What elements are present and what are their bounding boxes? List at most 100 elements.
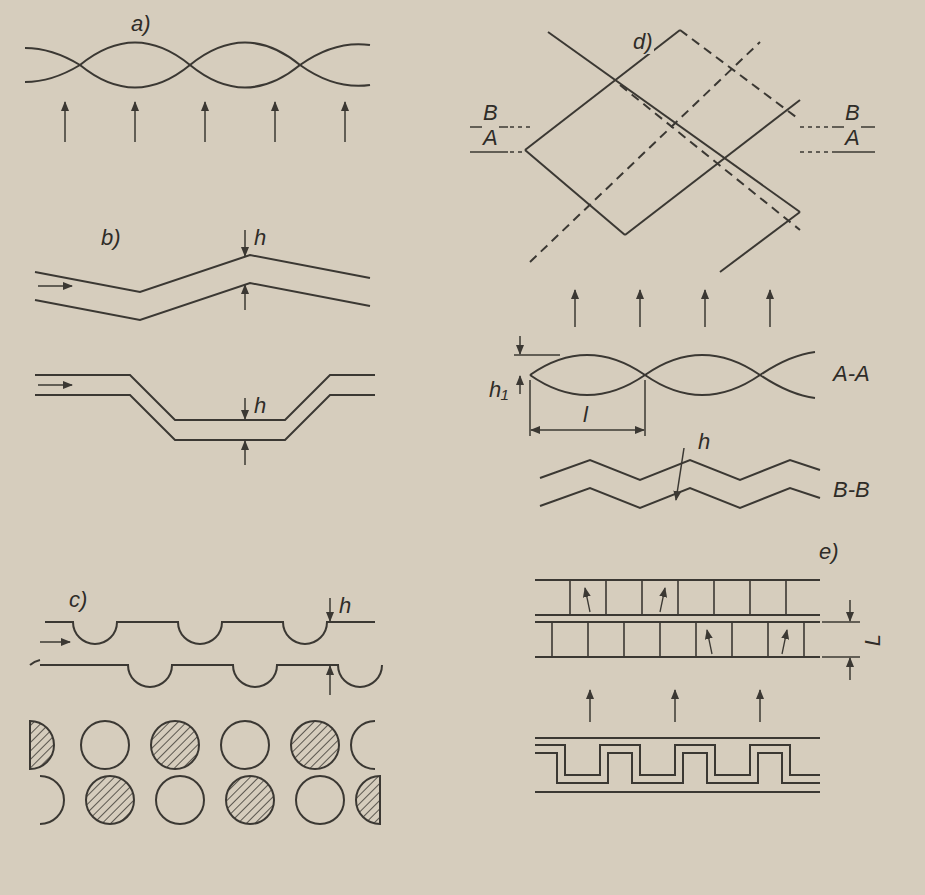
- dimension-label: h: [338, 594, 352, 618]
- drawing-stroke: [569, 580, 571, 615]
- drawing-stroke: [35, 395, 375, 440]
- drawing-stroke: [769, 290, 771, 327]
- drawing-stroke: [552, 580, 804, 657]
- drawing-stroke: [156, 776, 204, 824]
- drawing-stroke: [351, 721, 375, 769]
- drawing-stroke: [574, 290, 576, 327]
- drawing-stroke: [510, 126, 530, 128]
- drawing-stroke: [291, 721, 339, 769]
- drawing-stroke: [680, 30, 800, 120]
- drawing-stroke: [639, 290, 641, 327]
- drawing-stroke: [641, 580, 643, 615]
- drawing-stroke: [514, 355, 645, 436]
- figure-letter: d): [632, 30, 654, 54]
- drawing-stroke: [30, 721, 54, 769]
- drawing-stroke: [540, 488, 820, 508]
- figure-letter: e): [818, 540, 840, 564]
- section-label: A-A: [832, 362, 871, 386]
- drawing-stroke: [30, 660, 382, 687]
- drawing-stroke: [759, 690, 761, 722]
- drawing-stroke: [45, 622, 375, 644]
- drawing-stroke: [535, 737, 820, 739]
- drawing-stroke: [849, 658, 851, 680]
- drawing-stroke: [519, 336, 521, 354]
- drawing-stroke: [535, 745, 820, 775]
- drawing-stroke: [548, 32, 800, 212]
- drawing-stroke: [25, 43, 370, 66]
- drawing-stroke: [644, 380, 646, 436]
- drawing-stroke: [38, 385, 245, 465]
- section-mark: A: [844, 126, 861, 150]
- drawing-stroke: [38, 384, 72, 386]
- drawing-stroke: [204, 102, 206, 142]
- dimension-label: h: [253, 226, 267, 250]
- drawing-stroke: [530, 30, 800, 262]
- drawing-stroke: [849, 600, 851, 621]
- drawing-stroke: [530, 352, 815, 375]
- drawing-stroke: [530, 375, 815, 398]
- drawing-stroke: [531, 429, 588, 431]
- drawing-stroke: [65, 102, 345, 142]
- drawing-stroke: [519, 376, 521, 394]
- drawing-stroke: [659, 622, 661, 657]
- drawing-stroke: [535, 753, 820, 783]
- drawing-stroke: [585, 588, 590, 612]
- dimension-label: l: [582, 403, 589, 427]
- drawing-stroke: [470, 151, 508, 153]
- drawing-stroke: [86, 776, 134, 824]
- drawing-stroke: [344, 102, 346, 142]
- drawing-stroke: [329, 598, 331, 621]
- drawing-stroke: [588, 429, 644, 431]
- drawing-stroke: [529, 380, 531, 436]
- drawing-stroke: [244, 285, 246, 310]
- drawing-stroke: [731, 622, 733, 657]
- drawing-stroke: [35, 375, 375, 420]
- drawing-stroke: [822, 622, 860, 657]
- drawing-stroke: [25, 65, 370, 88]
- drawing-stroke: [510, 151, 525, 153]
- drawing-stroke: [470, 127, 875, 152]
- drawing-stroke: [590, 600, 850, 722]
- drawing-stroke: [605, 580, 607, 615]
- drawing-stroke: [38, 230, 245, 310]
- drawing-stroke: [244, 398, 246, 419]
- drawing-stroke: [530, 42, 760, 262]
- figure-letter: c): [68, 588, 88, 612]
- drawing-stroke: [713, 580, 715, 615]
- drawing-stroke: [151, 721, 199, 769]
- drawing-stroke: [134, 102, 136, 142]
- drawing-stroke: [81, 721, 129, 769]
- drawing-stroke: [677, 580, 679, 615]
- dimension-label: h: [697, 430, 711, 454]
- section-mark: B: [844, 101, 861, 125]
- drawing-stroke: [525, 30, 680, 150]
- drawing-stroke: [822, 656, 860, 658]
- drawing-stroke: [625, 100, 800, 235]
- section-label: B-B: [832, 478, 871, 502]
- drawing-stroke: [510, 127, 828, 152]
- drawing-stroke: [832, 151, 875, 153]
- drawing-stroke: [244, 230, 246, 256]
- drawing-stroke: [587, 622, 589, 657]
- drawing-stroke: [296, 776, 344, 824]
- drawing-stroke: [40, 776, 64, 824]
- drawing-stroke: [575, 290, 770, 327]
- drawing-stroke: [800, 151, 828, 153]
- drawing-stroke: [623, 622, 625, 657]
- figure-letter: b): [100, 226, 122, 250]
- figure-letter: a): [130, 12, 152, 36]
- dimension-label: L: [861, 633, 885, 647]
- drawing-stroke: [782, 630, 787, 654]
- drawing-stroke: [695, 622, 697, 657]
- drawing-stroke: [356, 776, 380, 824]
- drawing-stroke: [38, 285, 72, 287]
- drawing-stroke: [514, 354, 560, 356]
- drawing-stroke: [707, 630, 712, 654]
- drawing-stroke: [535, 656, 820, 658]
- drawing-stroke: [704, 290, 706, 327]
- drawing-stroke: [520, 336, 644, 430]
- drawing-stroke: [525, 150, 625, 235]
- drawing-stroke: [660, 588, 665, 612]
- drawing-stroke: [589, 690, 591, 722]
